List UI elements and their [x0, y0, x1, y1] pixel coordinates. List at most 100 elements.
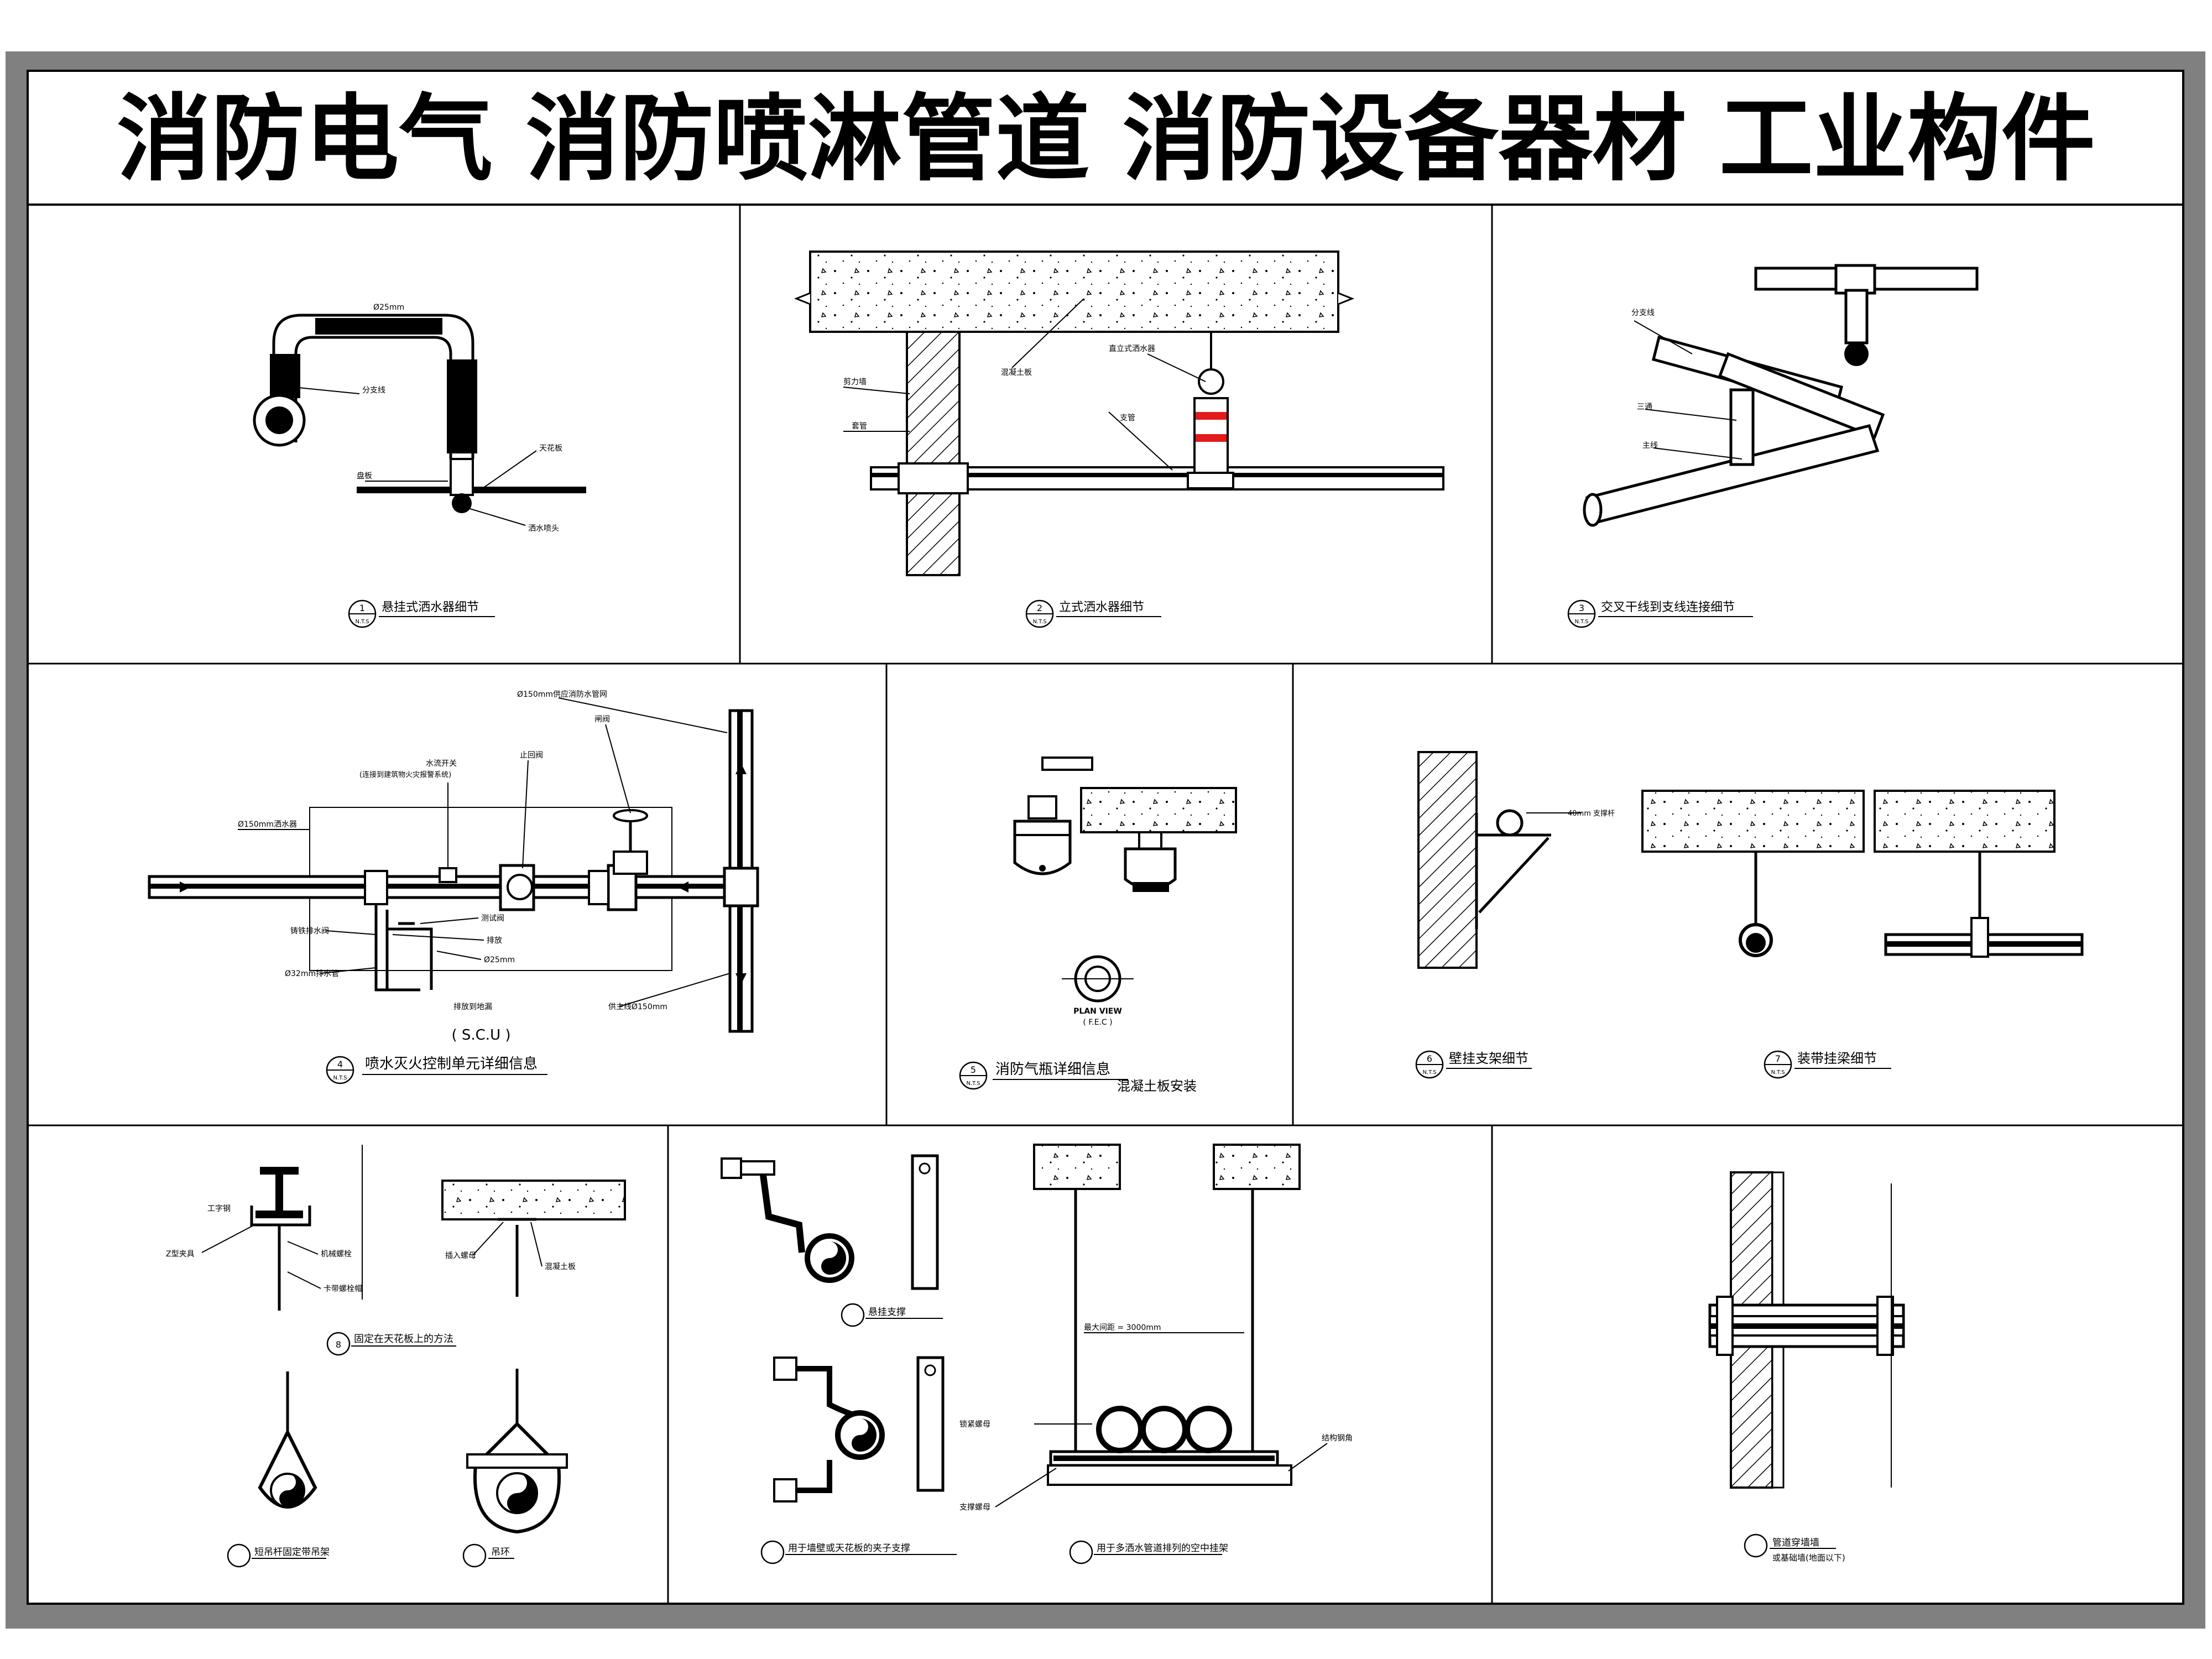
- p6-num: 6: [1427, 1053, 1432, 1064]
- sprinkler-head: [452, 493, 472, 513]
- offset-clamp-bottom: [773, 1357, 885, 1503]
- p4-label-12: 铸铁排水阀: [290, 927, 329, 936]
- p7-scale: N.T.S: [1771, 1070, 1785, 1076]
- p8-label-2: 机械螺栓: [321, 1250, 352, 1259]
- p11b-caption: 用于墙壁或天花板的夹子支撑: [788, 1543, 910, 1554]
- p8-label-1: Z型夹具: [166, 1250, 195, 1259]
- p13-caption: 管道穿墙墙: [1772, 1537, 1819, 1548]
- p8-label-5: 混凝土板: [545, 1262, 576, 1271]
- tee-isometric: [1583, 335, 1885, 527]
- sheet-title: 消防电气 消防喷淋管道 消防设备器材 工业构件: [117, 85, 2095, 194]
- p6-caption: 壁挂支架细节: [1449, 1051, 1528, 1066]
- p11a-caption: 悬挂支撑: [868, 1307, 906, 1318]
- p2-label-4: 支管: [1120, 414, 1135, 422]
- p7-num: 7: [1775, 1053, 1781, 1064]
- p4-label-1: 闸阀: [594, 715, 610, 724]
- p4-caption: 喷水灭火控制单元详细信息: [365, 1056, 538, 1072]
- p8-label-0: 工字钢: [207, 1204, 231, 1213]
- p4-label-9: Ø32mm排水管: [285, 969, 339, 978]
- shear-wall: [906, 331, 961, 576]
- extinguisher-right: [1124, 831, 1177, 892]
- p8-num: 8: [336, 1339, 341, 1350]
- panel-9-clamps-trapeze: 最大间距 = 3000mm 结构钢角 锁紧螺母 支撑螺母 悬挂支撑 用于墙壁或天…: [721, 1144, 1353, 1564]
- p4-label-6: 测试阀: [481, 914, 504, 923]
- flow-switch: [439, 867, 457, 883]
- p4-label-4: (连接到建筑物火灾报警系统): [359, 770, 451, 779]
- gate-valve: [613, 809, 648, 875]
- p5-scale: N.T.S: [966, 1081, 980, 1087]
- concrete-slab: [809, 251, 1339, 333]
- p5-label-0: PLAN VIEW: [1073, 1007, 1122, 1016]
- p5-label-1: ( F.E.C ): [1083, 1018, 1112, 1027]
- p2-label-3: 套管: [852, 422, 867, 431]
- panel-grid: [28, 205, 2183, 1604]
- p9-caption: 短吊杆固定带吊架: [254, 1547, 330, 1558]
- p5-sub: 混凝土板安装: [1117, 1078, 1197, 1094]
- p3-caption: 交叉干线到支线连接细节: [1601, 601, 1735, 614]
- p4-num: 4: [337, 1059, 343, 1070]
- p11-label-1: 支撑螺母: [959, 1503, 990, 1512]
- p13-sub: 或基础墙(地面以下): [1772, 1553, 1845, 1563]
- p1-label-1: 分支线: [362, 386, 385, 395]
- p5-num: 5: [971, 1065, 976, 1075]
- p8-label-4: 插入螺母: [445, 1251, 476, 1260]
- p3-scale: N.T.S: [1574, 619, 1588, 625]
- panel-2-upright-sprinkler: 直立式洒水器 混凝土板 剪力墙 套管 支管 2 N.T.S 立式洒水器细节: [794, 251, 1444, 628]
- p1-caption: 悬挂式洒水器细节: [382, 601, 479, 614]
- p1-label-0: Ø25mm: [373, 303, 404, 312]
- p1-label-4: 洒水喷头: [528, 524, 559, 533]
- p8-caption: 固定在天花板上的方法: [354, 1333, 453, 1345]
- p2-caption: 立式洒水器细节: [1059, 601, 1144, 614]
- p11-label-0: 锁紧螺母: [959, 1420, 990, 1429]
- p2-num: 2: [1037, 603, 1042, 613]
- p4-label-5: Ø150mm洒水器: [238, 820, 297, 829]
- panel-3-tee-connection: 分支线 三通 主线 3 N.T.S 交叉干线到支线连接细节: [1567, 264, 1979, 628]
- panel-8-ceiling-fixing: 工字钢 Z型夹具 机械螺栓 卡带螺栓帽 插入螺母 混凝土板 8 固定在天花板上的…: [166, 1145, 626, 1568]
- panel-4-control-unit: Ø150mm供应消防水管网 闸阀 止回阀 水流开关 (连接到建筑物火灾报警系统)…: [148, 690, 759, 1084]
- p6-label-0: 40mm 支撑杆: [1568, 810, 1615, 818]
- extinguisher-left: [1013, 795, 1072, 875]
- p4-label-2: 止回阀: [520, 751, 543, 760]
- p1-num: 1: [359, 603, 365, 613]
- p2-label-2: 剪力墙: [843, 378, 867, 387]
- panel-7-strap-hanger: 7 N.T.S 装带挂梁细节: [1641, 790, 2084, 1079]
- p12-label-1: 结构钢角: [1322, 1434, 1353, 1443]
- p1-label-3: 盘板: [357, 471, 372, 481]
- panel-1-pendent-sprinkler: Ø25mm 分支线 天花板 盘板 洒水喷头 1 N.T.S 悬挂式洒水器细节: [253, 303, 586, 628]
- offset-clamp-top: [721, 1157, 854, 1283]
- p10-caption: 吊环: [491, 1547, 510, 1558]
- p4-scale: N.T.S: [333, 1075, 347, 1081]
- p4-label-11: 供主线Ø150mm: [608, 1003, 667, 1011]
- p1-scale: N.T.S: [355, 619, 369, 625]
- p12-caption: 用于多洒水管道排列的空中挂架: [1097, 1543, 1228, 1554]
- supported-pipe: [1496, 809, 1524, 837]
- p7-caption: 装带挂梁细节: [1797, 1051, 1877, 1066]
- panel-5-extinguisher: PLAN VIEW ( F.E.C ) 5 N.T.S 消防气瓶详细信息 混凝土…: [959, 757, 1237, 1094]
- p2-label-0: 直立式洒水器: [1109, 344, 1155, 353]
- p6-scale: N.T.S: [1422, 1070, 1436, 1076]
- p8-label-3: 卡带螺栓帽: [324, 1285, 362, 1293]
- p5-caption: 消防气瓶详细信息: [995, 1061, 1110, 1078]
- trapeze-hanger: [1033, 1144, 1301, 1486]
- check-valve: [507, 874, 533, 900]
- p2-label-1: 混凝土板: [1001, 368, 1032, 377]
- pipe-coupling-left: [270, 354, 300, 398]
- p4-label-3: 水流开关: [426, 759, 457, 768]
- p4-label-10: 排放到地漏: [453, 1003, 492, 1011]
- panel-6-wall-bracket: 40mm 支撑杆 6 N.T.S 壁挂支架细节: [1415, 751, 1615, 1079]
- p4-label-7: 排放: [487, 936, 502, 945]
- p3-label-2: 主线: [1642, 441, 1658, 450]
- p4-label-0: Ø150mm供应消防水管网: [517, 690, 607, 699]
- p4-label-8: Ø25mm: [484, 956, 515, 964]
- p3-label-1: 三通: [1637, 403, 1652, 411]
- p1-label-2: 天花板: [539, 444, 562, 453]
- p12-label-0: 最大间距 = 3000mm: [1084, 1323, 1161, 1332]
- i-beam-clamp: [250, 1167, 311, 1311]
- branch-pipe: [870, 462, 1444, 494]
- p2-scale: N.T.S: [1032, 619, 1046, 625]
- strap-hanger-left: [258, 1371, 317, 1509]
- p4-sub: ( S.C.U ): [451, 1027, 510, 1044]
- panel-10-wall-penetration: 管道穿墙墙 或基础墙(地面以下): [1708, 1171, 1905, 1563]
